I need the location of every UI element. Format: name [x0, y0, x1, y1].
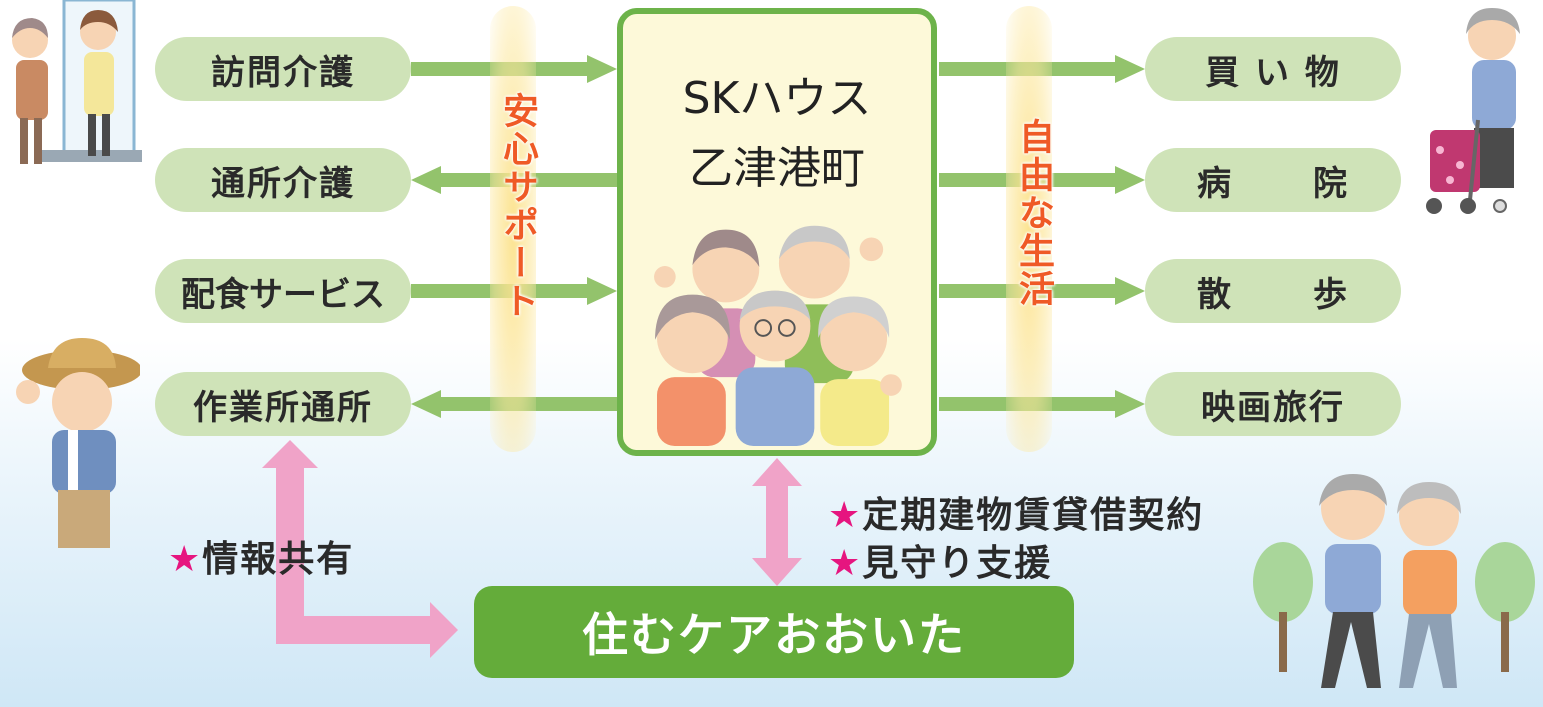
farmer-man-illustration [16, 338, 140, 548]
star-icon: ★ [168, 539, 203, 580]
contract-text: 定期建物賃貸借契約 [862, 495, 1205, 536]
star-icon: ★ [828, 543, 863, 584]
elderly-woman-walker-illustration [1426, 8, 1520, 214]
sk-house-name: SKハウス [682, 73, 872, 124]
activity-pill-movie-travel: 映画旅行 [1145, 372, 1401, 436]
walking-couple-illustration [1253, 474, 1535, 688]
info-share-arrow [262, 440, 458, 658]
service-pill-home-visit-care: 訪問介護 [155, 37, 411, 101]
elderly-group-illustration [654, 225, 902, 446]
service-pill-meal-delivery: 配食サービス [155, 259, 411, 323]
support-halo [490, 6, 536, 452]
info-share-note: ★情報共有 [168, 530, 354, 582]
activity-pill-hospital: 病 院 [1145, 148, 1401, 212]
contract-double-arrow [752, 458, 802, 586]
sk-house-title: SKハウス 乙津港町 [623, 64, 931, 204]
free-life-halo [1006, 6, 1052, 452]
service-pill-workshop: 作業所通所 [155, 372, 411, 436]
watch-support-note: ★見守り支援 [828, 534, 1052, 586]
activity-pill-walk-char2: 歩 [1313, 274, 1349, 315]
sk-house-box: SKハウス 乙津港町 [617, 8, 937, 456]
caregiver-visit-illustration [12, 0, 142, 164]
sumu-care-oita-box: 住むケアおおいた [474, 586, 1074, 678]
contract-note: ★定期建物賃貸借契約 [828, 486, 1204, 538]
star-icon: ★ [828, 495, 863, 536]
activity-pill-walk: 散 歩 [1145, 259, 1401, 323]
activity-pill-shopping: 買 い 物 [1145, 37, 1401, 101]
free-life-label: 自由な生活 [1013, 118, 1054, 308]
service-pill-day-care: 通所介護 [155, 148, 411, 212]
watch-support-text: 見守り支援 [862, 543, 1053, 584]
sk-house-location: 乙津港町 [689, 143, 865, 194]
activity-pill-hospital-char1: 病 [1197, 163, 1233, 204]
info-share-text: 情報共有 [202, 539, 355, 580]
activity-pill-walk-char1: 散 [1197, 274, 1233, 315]
support-label: 安心サポート [497, 92, 538, 320]
activity-pill-hospital-char2: 院 [1313, 163, 1349, 204]
